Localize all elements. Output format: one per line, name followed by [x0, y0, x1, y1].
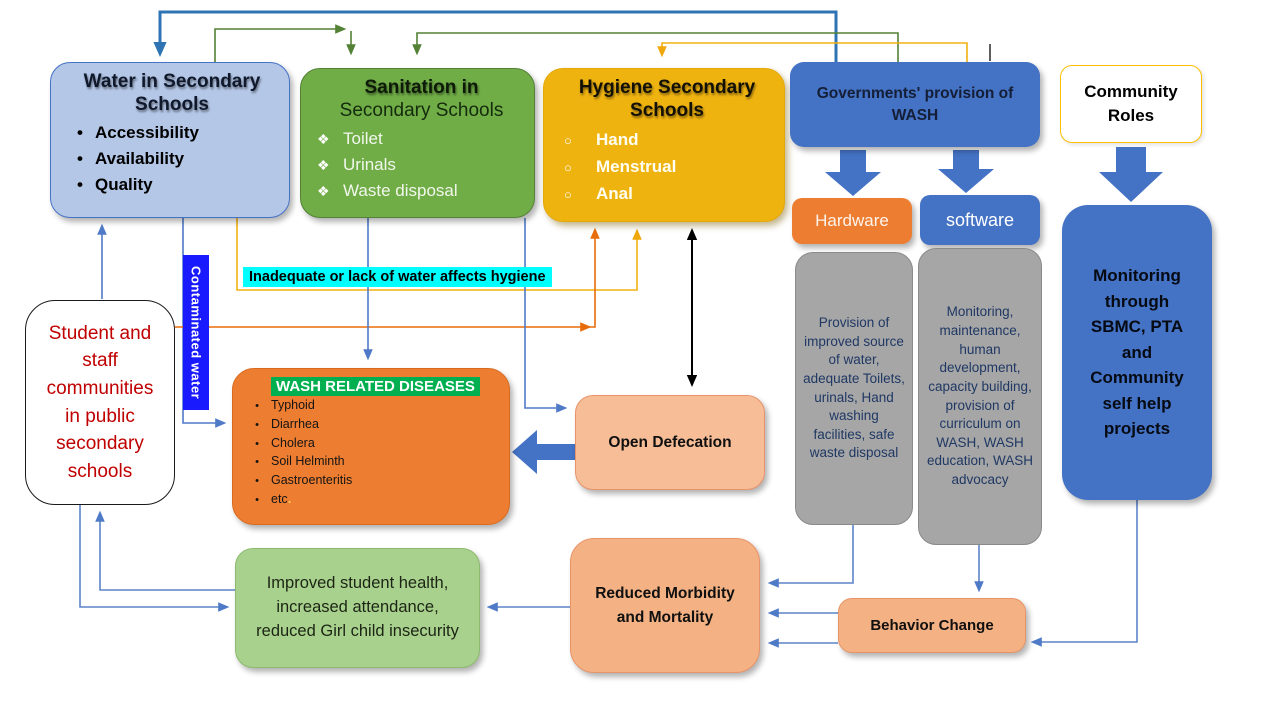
hygiene-item: Hand — [596, 129, 639, 149]
behavior-change-box: Behavior Change — [838, 598, 1026, 653]
government-box: Governments' provision of WASH — [790, 62, 1040, 147]
circle-bullet-icon: ○ — [564, 132, 572, 148]
bullet-icon: • — [255, 418, 259, 431]
list-item: ○ Anal — [558, 184, 776, 204]
bullet-icon: • — [77, 122, 83, 142]
diseases-list: • Typhoid • Diarrhea • Cholera • Soil Helmin… — [243, 396, 501, 509]
bullet-icon: • — [255, 493, 259, 506]
disease-item: Typhoid — [271, 398, 315, 412]
open-defecation-box: Open Defecation — [575, 395, 765, 490]
circle-bullet-icon: ○ — [564, 159, 572, 175]
hygiene-list: ○ Hand ○ Menstrual ○ Anal — [558, 130, 776, 204]
disease-item: Gastroenteritis — [271, 473, 353, 487]
list-item: • Accessibility — [65, 123, 279, 143]
diamond-bullet-icon: ❖ — [317, 182, 330, 199]
hygiene-item: Menstrual — [596, 156, 677, 176]
diseases-title: WASH RELATED DISEASES — [271, 377, 480, 396]
diamond-bullet-icon: ❖ — [317, 130, 330, 147]
sanitation-box: Sanitation in Secondary Schools ❖ Toilet … — [300, 68, 535, 218]
etc-dot: . — [287, 491, 292, 506]
improved-health-box: Improved student health, increased atten… — [235, 548, 480, 668]
list-item: ❖ Urinals — [317, 155, 526, 175]
water-box: Water in Secondary Schools • Accessibilit… — [50, 62, 290, 218]
hardware-box: Hardware — [792, 198, 912, 244]
water-item: Availability — [95, 148, 185, 168]
list-item: ❖ Toilet — [317, 129, 526, 149]
list-item: • Cholera — [243, 434, 501, 453]
bullet-icon: • — [255, 475, 259, 487]
diseases-box: WASH RELATED DISEASES • Typhoid • Diarrhea… — [232, 368, 510, 525]
list-item: ○ Hand — [558, 130, 776, 150]
disease-item: Diarrhea — [271, 416, 319, 431]
contaminated-water-label: Contaminated water — [183, 255, 209, 410]
community-roles-box: Community Roles — [1060, 65, 1202, 143]
software-box: software — [920, 195, 1040, 245]
sanitation-title-line1: Sanitation in — [364, 77, 479, 98]
hygiene-item: Anal — [596, 183, 633, 203]
software-notes-box: Monitoring, maintenance, human developme… — [918, 248, 1042, 545]
bullet-icon: • — [77, 174, 83, 194]
inadequate-water-label: Inadequate or lack of water affects hygi… — [243, 267, 552, 287]
sanitation-item: Urinals — [343, 154, 396, 174]
block-arrow-community-to-monitoring — [1099, 147, 1163, 202]
disease-item: etc — [271, 491, 288, 506]
list-item: ❖ Waste disposal — [317, 181, 526, 201]
sanitation-item: Toilet — [343, 128, 383, 148]
list-item: • Typhoid — [243, 396, 501, 415]
list-item: • Soil Helminth — [243, 452, 501, 471]
hardware-notes-box: Provision of improved source of water, a… — [795, 252, 913, 525]
hygiene-box: Hygiene Secondary Schools ○ Hand ○ Menstru… — [543, 68, 785, 222]
monitoring-box: Monitoring through SBMC, PTA and Communi… — [1062, 205, 1212, 500]
bullet-icon: • — [255, 437, 259, 450]
block-arrow-gov-to-software — [938, 150, 994, 193]
sanitation-list: ❖ Toilet ❖ Urinals ❖ Waste disposal — [317, 129, 526, 201]
list-item: • Quality — [65, 175, 279, 195]
sanitation-item: Waste disposal — [343, 180, 458, 200]
block-arrow-opendef-to-diseases — [512, 430, 575, 474]
bullet-icon: • — [77, 148, 83, 168]
reduced-morbidity-box: Reduced Morbidity and Mortality — [570, 538, 760, 673]
hygiene-title: Hygiene Secondary Schools — [578, 77, 756, 121]
list-item: ○ Menstrual — [558, 157, 776, 177]
circle-bullet-icon: ○ — [564, 186, 572, 202]
list-item: • Diarrhea — [243, 415, 501, 434]
bullet-icon: • — [255, 456, 259, 469]
diamond-bullet-icon: ❖ — [317, 156, 330, 173]
disease-item: Soil Helminth — [271, 454, 345, 469]
sanitation-title-line2: Secondary Schools — [339, 99, 504, 121]
bullet-icon: • — [255, 400, 259, 412]
list-item: • etc. — [243, 490, 501, 509]
water-list: • Accessibility • Availability • Quality — [65, 123, 279, 195]
block-arrow-gov-to-hardware — [825, 150, 881, 196]
list-item: • Gastroenteritis — [243, 471, 501, 490]
disease-item: Cholera — [271, 435, 315, 450]
list-item: • Availability — [65, 149, 279, 169]
water-item: Quality — [95, 174, 153, 194]
water-title: Water in Secondary Schools — [83, 71, 261, 115]
students-box: Student and staff communities in public … — [25, 300, 175, 505]
water-item: Accessibility — [95, 122, 199, 142]
